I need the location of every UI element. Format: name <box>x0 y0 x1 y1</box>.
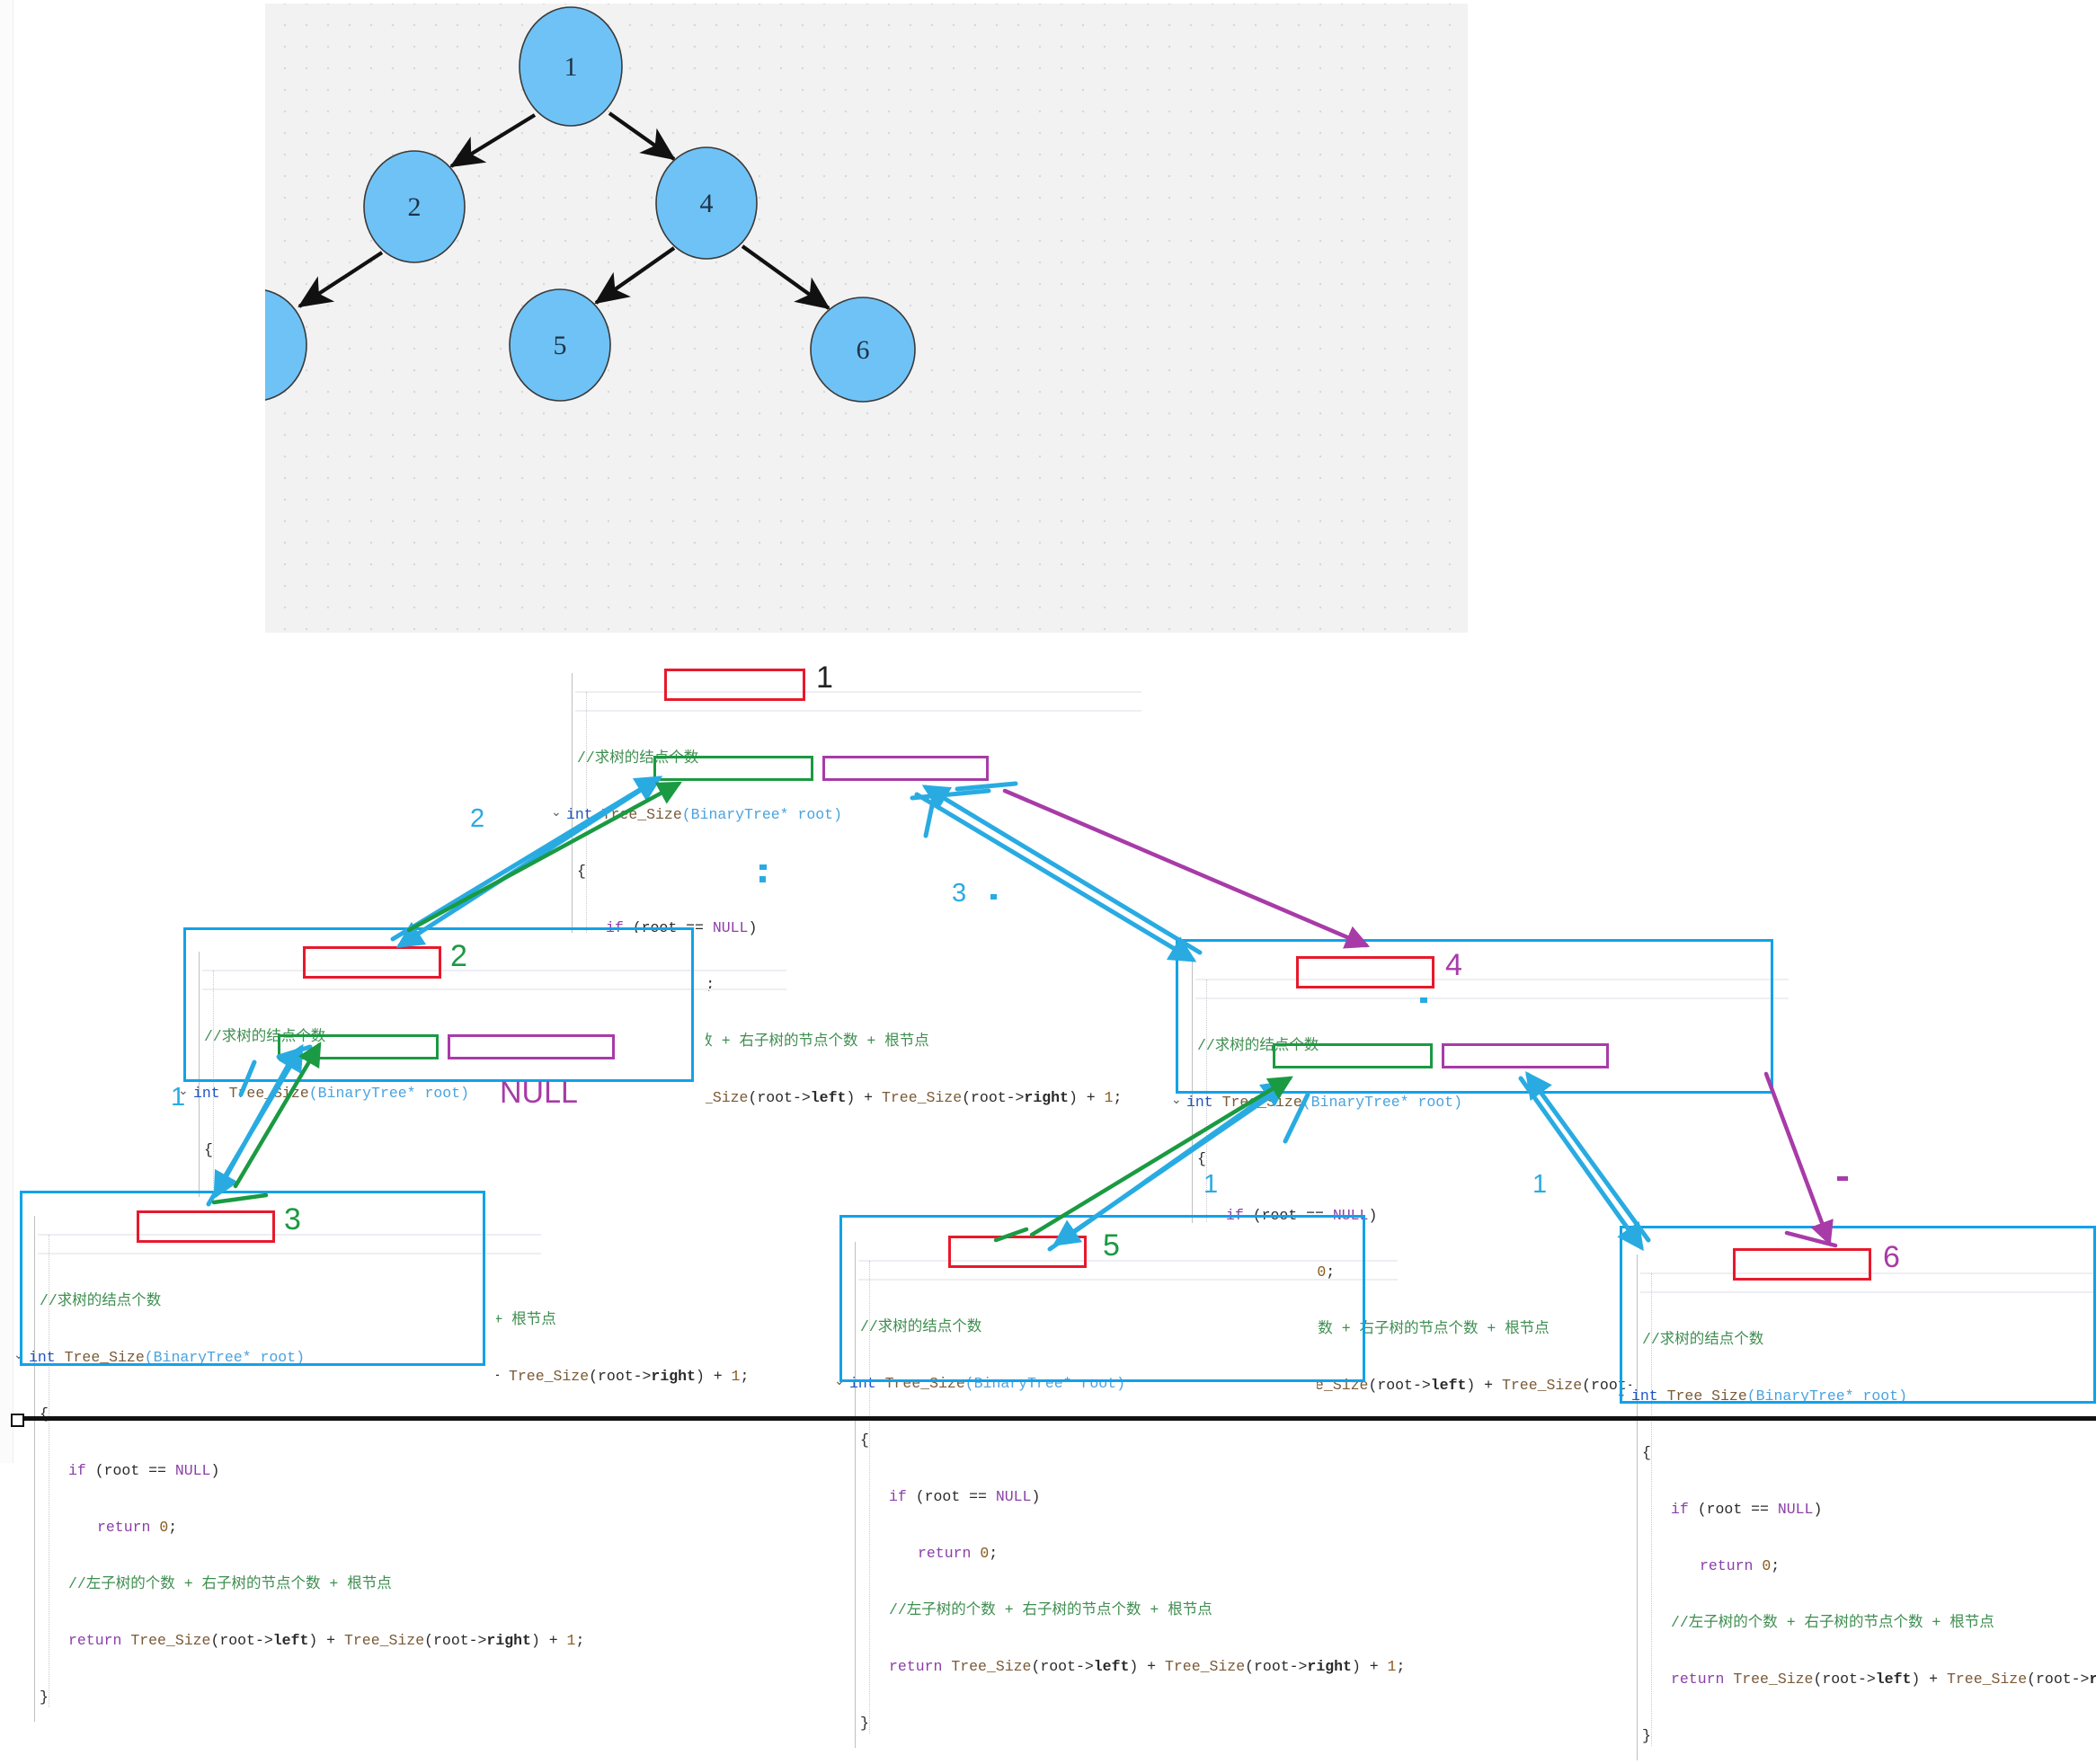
tree-node-3[interactable] <box>265 289 307 401</box>
code-line-return: return Tree_Size(root->left) + Tree_Size… <box>68 1632 585 1649</box>
tree-nodes: 1 2 4 3 5 6 <box>265 6 916 403</box>
block-label-3: 3 <box>284 1202 301 1237</box>
frame-block-6 <box>1620 1226 2096 1404</box>
code-line-return-zero: return 0; <box>1700 1557 1781 1574</box>
annotation-1-right: 1 <box>1532 1170 1548 1199</box>
tree-node-6[interactable] <box>810 297 916 403</box>
annotation-2-middle: 2 <box>470 804 485 833</box>
page-left-margin <box>0 0 13 1463</box>
ink-stray-marks-purple <box>1837 1176 1848 1181</box>
highlight-left-call-4 <box>1273 1043 1433 1068</box>
code-line-comment: //求树的结点个数 <box>860 1318 982 1335</box>
edge-1-4 <box>608 111 676 161</box>
code-line-open-brace: { <box>1197 1150 1206 1167</box>
highlight-params-6 <box>1733 1248 1871 1281</box>
code-line-if: if (root == NULL) <box>889 1488 1041 1505</box>
tree-node-6-label: 6 <box>857 335 870 365</box>
code-line-open-brace: { <box>860 1432 869 1449</box>
fold-chevron-icon[interactable]: ⌄ <box>1171 1094 1182 1108</box>
highlight-params-3 <box>137 1210 275 1243</box>
block-label-1: 1 <box>816 660 833 695</box>
tree-node-2[interactable] <box>363 150 466 263</box>
binary-tree-canvas: 1 2 4 3 5 6 <box>265 6 916 403</box>
code-line-return: return Tree_Size(root->left) + Tree_Size… <box>1671 1671 2096 1688</box>
highlight-params-1 <box>664 669 805 701</box>
highlight-right-call-1 <box>822 756 989 781</box>
code-line-comment-body: //左子树的个数 + 右子树的节点个数 + 根节点 <box>68 1575 392 1592</box>
annotation-1-middle: 1 <box>1203 1170 1219 1199</box>
fold-chevron-icon[interactable]: ⌄ <box>834 1375 845 1389</box>
code-line-if: if (root == NULL) <box>68 1462 220 1479</box>
tree-node-2-label: 2 <box>408 192 422 222</box>
highlight-params-2 <box>303 946 441 979</box>
code-line-comment: //求树的结点个数 <box>577 749 699 767</box>
code-line-close-brace: } <box>1642 1727 1651 1744</box>
code-line-comment-body: //左子树的个数 + 右子树的节点个数 + 根节点 <box>889 1601 1212 1618</box>
fold-chevron-icon[interactable]: ⌄ <box>178 1085 189 1099</box>
edge-4-5 <box>594 246 676 305</box>
code-line-signature: ⌄int Tree_Size(BinaryTree* root) <box>1171 1094 1462 1111</box>
code-line-comment: //求树的结点个数 <box>204 1028 326 1045</box>
code-line-open-brace: { <box>577 863 586 880</box>
frame-block-4 <box>1176 939 1773 1094</box>
code-line-close-brace: } <box>40 1689 49 1706</box>
edge-4-6 <box>741 244 830 310</box>
annotation-1-left: 1 <box>171 1083 186 1112</box>
code-line-open-brace: { <box>40 1405 49 1423</box>
block-label-4: 4 <box>1445 948 1462 982</box>
page-bottom-handle[interactable] <box>11 1414 24 1427</box>
block-label-2: 2 <box>450 939 467 973</box>
fold-chevron-icon[interactable]: ⌄ <box>551 806 562 820</box>
code-line-return-zero: return 0; <box>918 1545 999 1562</box>
code-line-comment-body: //左子树的个数 + 右子树的节点个数 + 根节点 <box>1671 1614 1994 1631</box>
code-line-signature: ⌄int Tree_Size(BinaryTree* root) <box>551 806 842 823</box>
code-line-signature: ⌄int Tree_Size(BinaryTree* root) <box>178 1085 469 1102</box>
edge-1-2 <box>449 113 537 168</box>
tree-node-5[interactable] <box>509 288 611 402</box>
tree-node-4-label: 4 <box>700 189 714 218</box>
code-line-signature: ⌄int Tree_Size(BinaryTree* root) <box>834 1375 1125 1392</box>
annotation-3-middle: 3 <box>952 879 967 908</box>
code-line-comment: //求树的结点个数 <box>1642 1331 1764 1348</box>
tree-node-5-label: 5 <box>554 331 567 360</box>
fold-chevron-icon[interactable]: ⌄ <box>13 1349 24 1363</box>
code-line-comment: //求树的结点个数 <box>40 1292 162 1309</box>
code-line-close-brace: } <box>860 1715 869 1732</box>
edge-2-3 <box>298 251 384 308</box>
tree-edges <box>298 111 830 310</box>
highlight-right-call-4 <box>1442 1043 1609 1068</box>
highlight-right-call-2 <box>448 1034 615 1059</box>
ink-purple-4-right <box>1763 1071 1834 1246</box>
tree-node-1[interactable] <box>519 6 623 127</box>
highlight-left-call-2 <box>278 1034 439 1059</box>
tree-node-1-label: 1 <box>564 52 578 82</box>
code-line-open-brace: { <box>1642 1444 1651 1461</box>
code-line-signature: ⌄int Tree_Size(BinaryTree* root) <box>13 1349 305 1366</box>
code-line-comment: //求树的结点个数 <box>1197 1037 1319 1054</box>
highlight-params-5 <box>948 1236 1087 1268</box>
block-label-5: 5 <box>1103 1228 1120 1263</box>
code-line-return: return Tree_Size(root->left) + Tree_Size… <box>889 1658 1406 1675</box>
code-line-return-zero: return 0; <box>97 1519 178 1536</box>
annotation-null: NULL <box>500 1076 578 1110</box>
tree-node-4[interactable] <box>655 146 758 260</box>
code-line-if: if (root == NULL) <box>1671 1501 1823 1518</box>
highlight-left-call-1 <box>653 756 813 781</box>
page-bottom-rule <box>16 1416 2096 1421</box>
block-label-6: 6 <box>1883 1240 1900 1274</box>
highlight-params-4 <box>1296 956 1434 988</box>
code-line-open-brace: { <box>204 1141 213 1158</box>
